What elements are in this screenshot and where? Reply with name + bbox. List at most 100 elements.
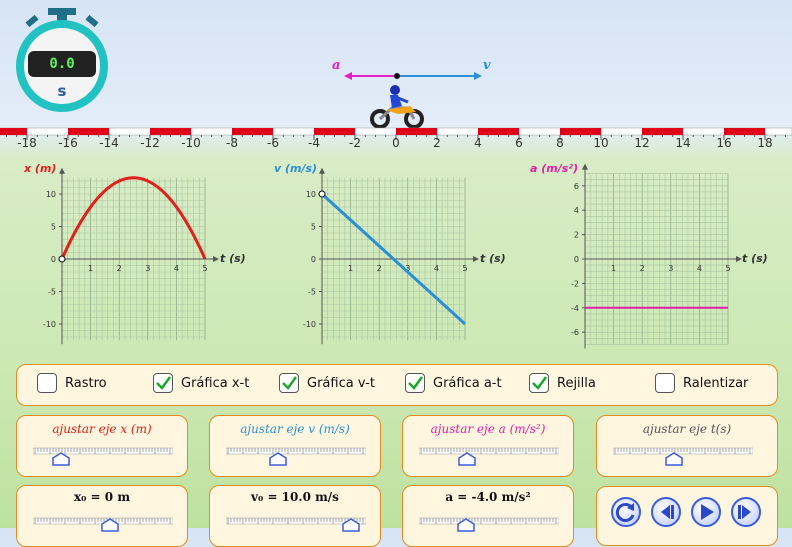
slider-track[interactable] <box>419 516 559 526</box>
ruler-tick-label: 4 <box>474 136 482 150</box>
y-axis-arrow <box>59 167 65 174</box>
options-panel: Rastro Gráfica x-t Gráfica v-t Gráfica a… <box>16 364 778 406</box>
reset-button[interactable] <box>611 497 641 527</box>
y-tick-label: 6 <box>574 182 579 191</box>
acceleration-vector-label: a <box>332 58 341 73</box>
ruler-tick-label: 0 <box>392 136 400 150</box>
velocity-vector-label: v <box>483 58 491 73</box>
x-tick-label: 3 <box>405 264 410 273</box>
slider-value-x0: x₀ = 0 m <box>73 490 131 504</box>
slider-thumb[interactable] <box>342 518 360 532</box>
ruler-tick-label: -10 <box>181 136 201 150</box>
ruler-segment <box>68 128 109 135</box>
ruler-tick-label: 10 <box>593 136 609 150</box>
y-axis-arrow <box>319 167 325 174</box>
checkbox-box[interactable] <box>405 373 425 393</box>
checkbox-rastro[interactable]: Rastro <box>37 373 107 393</box>
checkbox-grafica-a-t[interactable]: Gráfica a-t <box>405 373 502 393</box>
check-icon <box>408 376 424 390</box>
checkbox-box[interactable] <box>655 373 675 393</box>
checkbox-grafica-x-t[interactable]: Gráfica x-t <box>153 373 249 393</box>
slider-track[interactable] <box>226 446 366 456</box>
slider-card-x0: x₀ = 0 m <box>16 485 188 547</box>
slider-card-axis-v: ajustar eje v (m/s) <box>209 415 381 477</box>
y-tick-label: -10 <box>43 320 56 329</box>
x-tick-label: 1 <box>611 264 616 273</box>
stopwatch-time: 0.0 <box>49 56 75 72</box>
ruler-tick-label: 12 <box>634 136 650 150</box>
slider-track[interactable] <box>613 446 753 456</box>
slider-thumb[interactable] <box>52 452 70 466</box>
x-axis-arrow <box>473 256 479 262</box>
slider-title: ajustar eje x (m) <box>52 422 152 436</box>
slider-thumb[interactable] <box>101 518 119 532</box>
checkbox-box[interactable] <box>37 373 57 393</box>
checkbox-box[interactable] <box>279 373 299 393</box>
y-tick-label: -5 <box>48 288 56 297</box>
slider-thumb[interactable] <box>665 452 683 466</box>
ruler-segment <box>478 128 519 135</box>
y-tick-label: 0 <box>311 255 316 264</box>
ruler-tick-label: 8 <box>556 136 564 150</box>
ruler-tick-label: 2 <box>433 136 441 150</box>
graph-x-ylabel: x (m) <box>24 162 57 175</box>
slider-track[interactable] <box>419 446 559 456</box>
x-tick-label: 1 <box>88 264 93 273</box>
y-tick-label: -4 <box>571 304 579 313</box>
ruler-segment <box>232 128 273 135</box>
checkbox-label: Gráfica v-t <box>307 375 375 391</box>
slider-track[interactable] <box>226 516 366 526</box>
play-button[interactable] <box>691 497 721 527</box>
checkbox-label: Rejilla <box>557 375 596 391</box>
ruler-tick-label: 18 <box>757 136 773 150</box>
checkbox-rejilla[interactable]: Rejilla <box>529 373 596 393</box>
step-back-button[interactable] <box>651 497 681 527</box>
x-tick-label: 3 <box>145 264 150 273</box>
slider-title: ajustar eje t(s) <box>642 422 732 436</box>
slider-thumb[interactable] <box>458 452 476 466</box>
y-tick-label: -10 <box>303 320 316 329</box>
checkbox-box[interactable] <box>529 373 549 393</box>
track-bar <box>613 447 753 455</box>
slider-thumb[interactable] <box>457 518 475 532</box>
y-tick-label: 10 <box>46 190 56 199</box>
x-tick-label: 2 <box>640 264 645 273</box>
slider-thumb[interactable] <box>269 452 287 466</box>
track-bar <box>33 447 173 455</box>
position-ruler <box>0 127 792 140</box>
ruler-tick-label: 6 <box>515 136 523 150</box>
x-tick-label: 4 <box>697 264 702 273</box>
slider-value-a: a = -4.0 m/s² <box>445 490 531 504</box>
motorbike-icon[interactable] <box>368 84 428 130</box>
y-tick-label: 0 <box>574 255 579 264</box>
check-icon <box>532 376 548 390</box>
checkbox-grafica-v-t[interactable]: Gráfica v-t <box>279 373 375 393</box>
stopwatch-icon <box>16 8 108 112</box>
track-bar <box>226 517 366 525</box>
checkbox-box[interactable] <box>153 373 173 393</box>
checkbox-ralentizar[interactable]: Ralentizar <box>655 373 748 393</box>
ruler-tick-label: -6 <box>267 136 279 150</box>
slider-card-axis-x: ajustar eje x (m) <box>16 415 188 477</box>
checkbox-label: Ralentizar <box>683 375 749 391</box>
slider-card-axis-a: ajustar eje a (m/s²) <box>402 415 574 477</box>
playback-controls <box>596 486 778 546</box>
y-tick-label: 2 <box>574 231 579 240</box>
ruler-segment <box>314 128 355 135</box>
graph-v-xlabel: t (s) <box>480 252 506 265</box>
ruler-tick-label: 16 <box>716 136 732 150</box>
play-icon <box>701 504 714 520</box>
slider-card-axis-t: ajustar eje t(s) <box>596 415 778 477</box>
y-tick-label: 0 <box>51 255 56 264</box>
y-tick-label: -6 <box>571 328 579 337</box>
x-tick-label: 1 <box>348 264 353 273</box>
step-forward-button[interactable] <box>731 497 761 527</box>
slider-title: ajustar eje a (m/s²) <box>430 422 546 436</box>
ruler-segment <box>560 128 601 135</box>
graph-v-ylabel: v (m/s) <box>274 162 318 175</box>
series-line <box>60 176 207 260</box>
slider-track[interactable] <box>33 446 173 456</box>
